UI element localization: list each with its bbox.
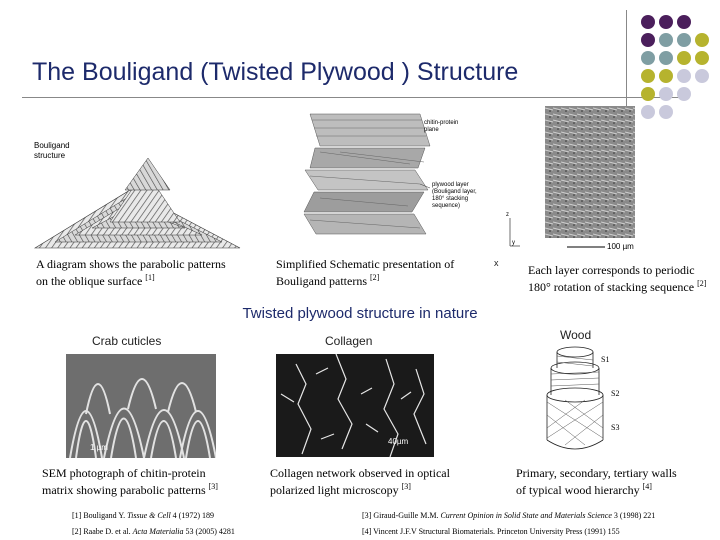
reference-2: [2] Raabe D. et al. Acta Materialia 53 (… (72, 527, 235, 536)
layered-micrograph: 100 µm (545, 106, 635, 251)
decorative-dot (659, 33, 673, 47)
corner-divider (626, 10, 627, 128)
decorative-dot (641, 15, 655, 29)
decorative-dot (641, 87, 655, 101)
schematic-layer-label-3: 180° stacking (432, 196, 468, 202)
decorative-dot (641, 105, 655, 119)
wood-cell-diagram: S1 S2 S3 (535, 340, 630, 460)
caption-line: Each layer corresponds to periodic (528, 263, 695, 277)
reference-text: 3 (1998) 221 (611, 511, 656, 520)
slide-title: The Bouligand (Twisted Plywood ) Structu… (32, 58, 519, 86)
crab-label: Crab cuticles (92, 334, 162, 348)
bouligand-diagram: Bouligand structure (30, 130, 245, 250)
reference-journal: Acta Materialia (132, 527, 184, 536)
citation: [4] (642, 482, 652, 491)
decorative-dot (659, 15, 673, 29)
reference-text: [2] Raabe D. et al. (72, 527, 133, 536)
title-divider (22, 97, 682, 98)
axis-y-label: y (512, 240, 515, 246)
collagen-scale-label: 40µm (388, 437, 409, 446)
bouligand-label-1: Bouligand (34, 141, 70, 150)
decorative-dot (677, 69, 691, 83)
decorative-dot (641, 51, 655, 65)
decorative-dot (695, 69, 709, 83)
wood-label: Wood (560, 328, 592, 342)
reference-1: [1] Bouligand Y. Tissue & Cell 4 (1972) … (72, 511, 214, 520)
collagen-image: 40µm (276, 354, 434, 457)
decorative-dot (659, 87, 673, 101)
citation: [2] (697, 279, 707, 288)
caption-line: matrix showing parabolic patterns (42, 483, 206, 497)
crab-sem-image: 1 µm (66, 354, 216, 458)
caption-line: SEM photograph of chitin-protein (42, 466, 206, 480)
micrograph-caption: Each layer corresponds to periodic 180° … (528, 263, 720, 294)
reference-text: 53 (2005) 4281 (183, 527, 235, 536)
schematic-plane-label-2: plane (424, 127, 439, 133)
citation: [1] (145, 273, 155, 282)
decorative-dot (677, 33, 691, 47)
section-heading: Twisted plywood structure in nature (242, 305, 478, 322)
caption-line: Simplified Schematic presentation of (276, 257, 455, 271)
bouligand-caption: A diagram shows the parabolic patterns o… (36, 257, 246, 288)
reference-text: [1] Bouligand Y. (72, 511, 128, 520)
reference-text: [3] Giraud-Guille M.M. (362, 511, 441, 520)
axis-z-label: z (506, 212, 509, 218)
reference-journal: Current Opinion in Solid State and Mater… (440, 511, 612, 520)
caption-line: Collagen network observed in optical (270, 466, 450, 480)
reference-4: [4] Vincent J.F.V Structural Biomaterial… (362, 527, 620, 536)
pyramid-layers (33, 157, 241, 249)
collagen-label: Collagen (325, 334, 373, 348)
schematic-layer-label-2: (Bouligand layer, (432, 189, 477, 195)
axis-x-label: x (494, 258, 499, 268)
reference-text: 4 (1972) 189 (170, 511, 214, 520)
reference-journal: Tissue & Cell (127, 511, 171, 520)
bouligand-schematic: chitin-protein plane plywood layer (Boul… (300, 106, 520, 256)
caption-line: Bouligand patterns (276, 274, 367, 288)
decorative-dot (677, 15, 691, 29)
wood-s1-label: S1 (601, 355, 609, 364)
schematic-plane-label-1: chitin-protein (424, 120, 458, 126)
decorative-dot (695, 33, 709, 47)
crab-scale-label: 1 µm (90, 443, 108, 452)
decorative-dot-grid (641, 15, 709, 119)
caption-line: polarized light microscopy (270, 483, 399, 497)
decorative-dot (695, 51, 709, 65)
decorative-dot (659, 69, 673, 83)
bouligand-label-2: structure (34, 151, 66, 160)
scale-bar: 100 µm (567, 242, 634, 251)
decorative-dot (659, 51, 673, 65)
caption-line: A diagram shows the parabolic patterns (36, 257, 226, 271)
caption-line: Primary, secondary, tertiary walls (516, 466, 677, 480)
axis-triad: z y (506, 212, 520, 247)
reference-text: [4] Vincent J.F.V Structural Biomaterial… (362, 527, 620, 536)
decorative-dot (677, 87, 691, 101)
reference-3: [3] Giraud-Guille M.M. Current Opinion i… (362, 511, 655, 520)
wood-caption: Primary, secondary, tertiary walls of ty… (516, 466, 720, 497)
decorative-dot (659, 105, 673, 119)
caption-line: of typical wood hierarchy (516, 483, 640, 497)
decorative-dot (641, 33, 655, 47)
decorative-dot (677, 51, 691, 65)
caption-line: 180° rotation of stacking sequence (528, 280, 695, 294)
rod-stack (303, 113, 431, 235)
schematic-layer-label-4: sequence) (432, 203, 460, 209)
decorative-dot (641, 69, 655, 83)
citation: [3] (401, 482, 411, 491)
schematic-layer-label-1: plywood layer (432, 182, 469, 188)
collagen-caption: Collagen network observed in optical pol… (270, 466, 470, 497)
micrograph-scale-label: 100 µm (607, 242, 634, 251)
caption-line: on the oblique surface (36, 274, 143, 288)
citation: [3] (208, 482, 218, 491)
citation: [2] (369, 273, 380, 282)
wood-s2-label: S2 (611, 389, 619, 398)
wood-s3-label: S3 (611, 423, 619, 432)
schematic-caption: Simplified Schematic presentation of Bou… (276, 257, 476, 288)
crab-caption: SEM photograph of chitin-protein matrix … (42, 466, 242, 497)
